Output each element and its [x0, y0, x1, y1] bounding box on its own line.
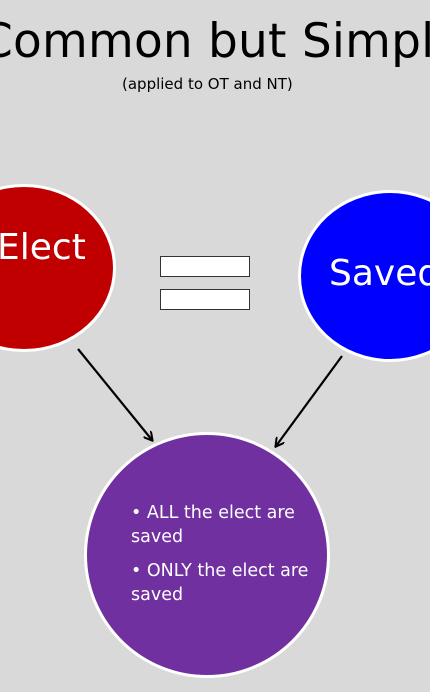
elect-circle: Elect	[0, 184, 116, 352]
bullet-all-elect-saved: • ALL the elect are saved	[131, 503, 295, 547]
saved-label: Saved	[329, 253, 430, 294]
equals-sign-top-bar	[160, 256, 250, 277]
bullet-only-elect-saved: • ONLY the elect are saved	[131, 561, 309, 605]
result-bullet-list: • ALL the elect are saved • ONLY the ele…	[131, 501, 311, 617]
saved-circle: Saved	[298, 190, 430, 362]
result-circle: • ALL the elect are saved • ONLY the ele…	[84, 432, 330, 678]
arrow-saved-to-result	[276, 355, 343, 446]
equals-sign-bottom-bar	[160, 289, 250, 310]
elect-label: Elect	[0, 227, 86, 268]
arrow-elect-to-result	[77, 348, 152, 440]
slide-subtitle: (applied to OT and NT)	[122, 75, 293, 93]
slide-title: Common but Simplis	[0, 14, 430, 69]
